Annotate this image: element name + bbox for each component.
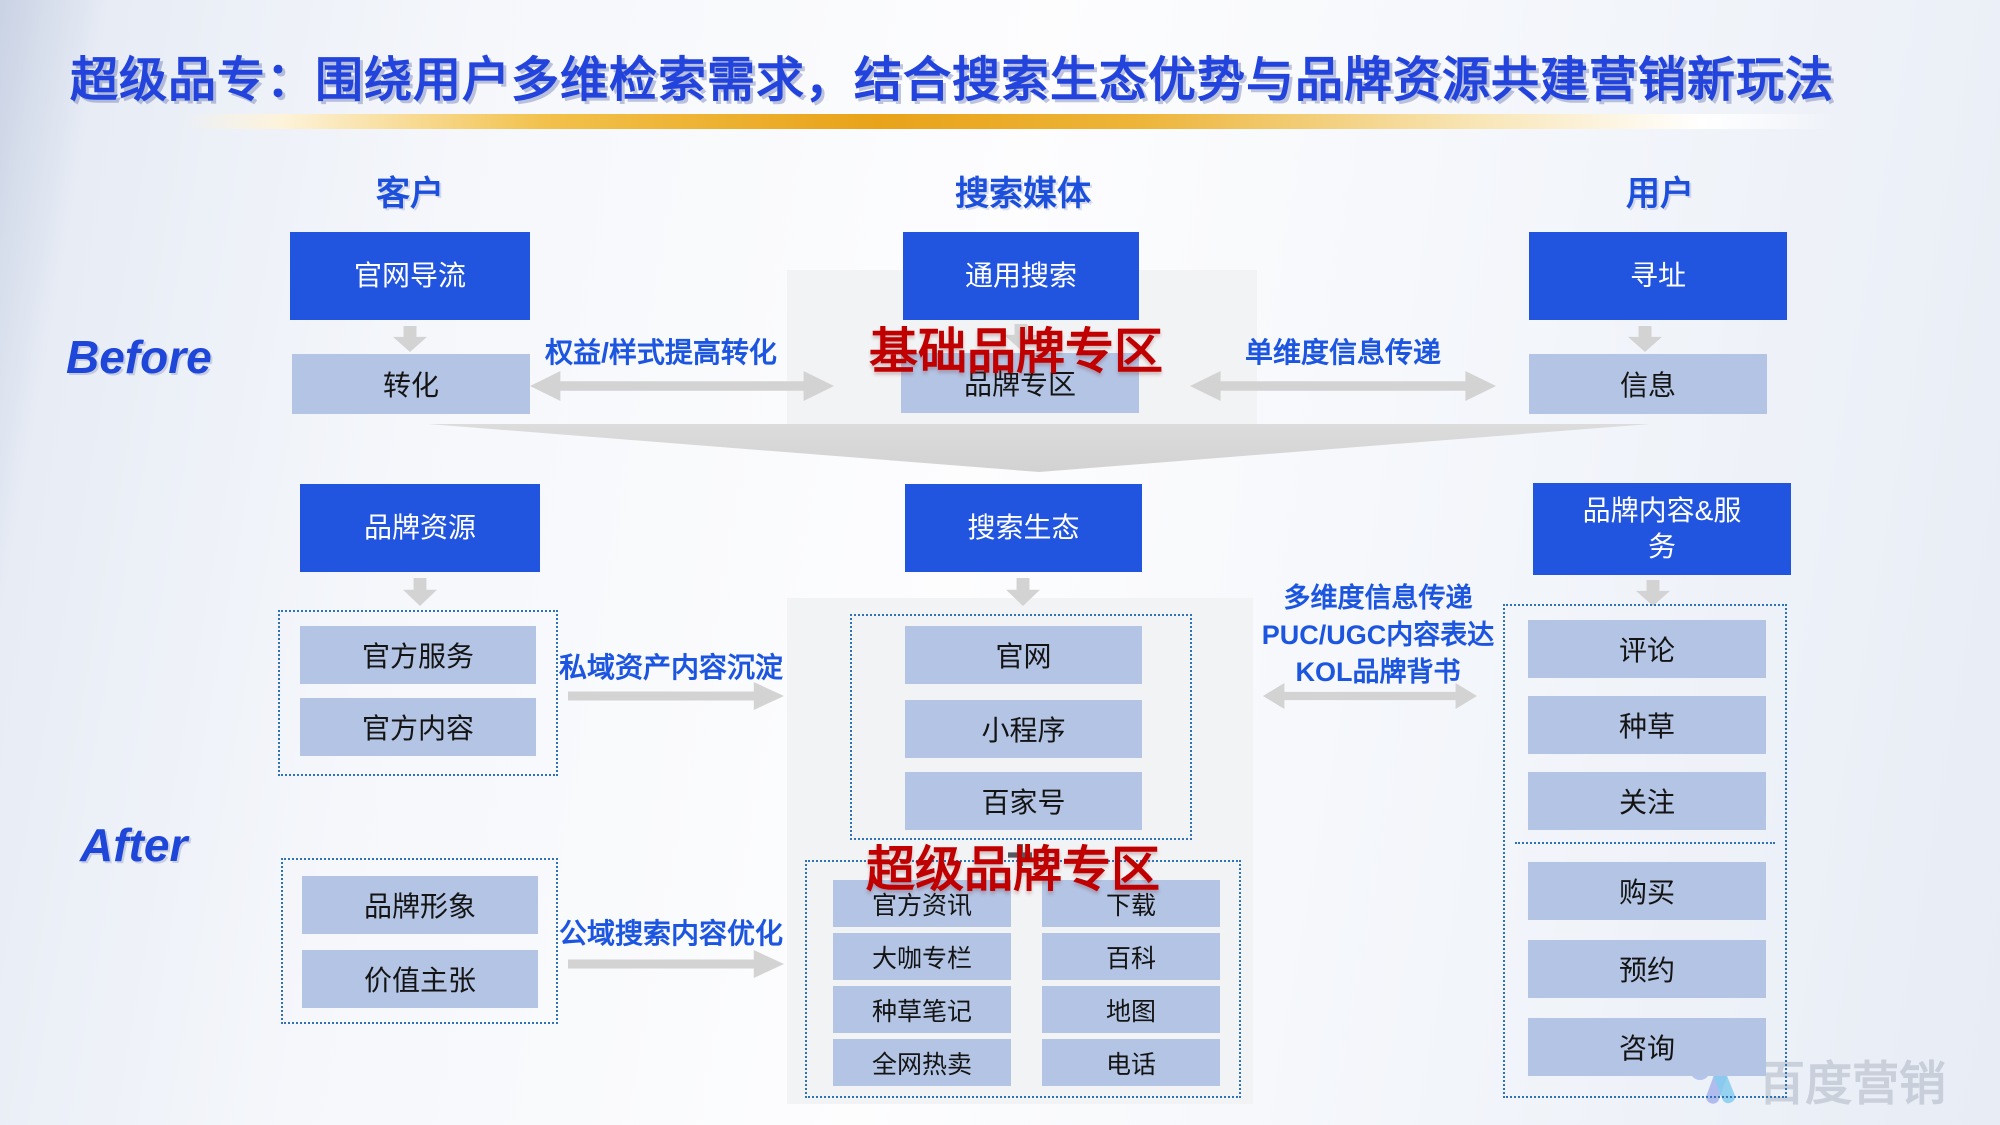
resources-item-box: 官方内容 (300, 698, 536, 756)
column-header-user: 用户 (1626, 175, 1694, 213)
arrow-down-icon (1628, 326, 1662, 352)
arrow-right-icon (568, 950, 784, 978)
column-header-customer: 客户 (376, 175, 444, 213)
before-user-top-box: 寻址 (1529, 232, 1787, 320)
resources-group-frame (278, 610, 558, 776)
after-eco-header-box: 搜索生态 (905, 484, 1142, 572)
private-connector-label: 私域资产内容沉淀 (558, 652, 783, 683)
zone-item-box: 下载 (1042, 880, 1220, 927)
super-brand-zone-overlay: 超级品牌专区 (865, 843, 1160, 897)
before-media-top-box: 通用搜索 (903, 232, 1139, 320)
zone-item-box: 地图 (1042, 986, 1220, 1033)
eco-item-box: 小程序 (905, 700, 1142, 758)
arrow-down-icon (403, 578, 437, 606)
eco-item-box: 百家号 (905, 772, 1142, 830)
before-user-bottom-box: 信息 (1529, 354, 1767, 414)
stage-label-before: Before (66, 331, 212, 383)
title-underline-bar (183, 114, 1835, 129)
arrow-right-icon (568, 682, 784, 710)
assets-item-box: 品牌形象 (302, 876, 538, 934)
assets-group-frame (281, 858, 558, 1024)
page-title: 超级品专：围绕用户多维检索需求，结合搜索生态优势与品牌资源共建营销新玩法 (70, 54, 1835, 107)
zone-group-frame (805, 860, 1241, 1098)
before-customer-bottom-box: 转化 (292, 354, 530, 414)
eco-group-frame (850, 614, 1192, 840)
zone-item-box: 百科 (1042, 933, 1220, 980)
watermark-brand-text: 百度营销 (1758, 1057, 1946, 1110)
multi-connector-line: 多维度信息传递 (1283, 583, 1473, 613)
arrow-down-icon (1636, 580, 1670, 606)
before-left-connector-label: 权益/样式提高转化 (545, 337, 777, 368)
multi-connector-line: PUC/UGC内容表达 (1261, 620, 1495, 650)
column-header-media: 搜索媒体 (955, 175, 1091, 213)
eco-item-box: 官网 (905, 626, 1142, 684)
content-item-box: 预约 (1528, 940, 1766, 998)
after-content-header-label: 品牌内容&服务 (1582, 495, 1742, 562)
stage-label-after: After (80, 819, 188, 871)
content-item-box: 评论 (1528, 620, 1766, 678)
zone-item-box: 电话 (1042, 1039, 1220, 1086)
content-item-box: 种草 (1528, 696, 1766, 754)
multi-connector-line: KOL品牌背书 (1295, 657, 1461, 687)
content-item-box: 购买 (1528, 862, 1766, 920)
content-item-box: 关注 (1528, 772, 1766, 830)
before-customer-top-box: 官网导流 (290, 232, 530, 320)
multi-connector-label: 多维度信息传递 PUC/UGC内容表达 KOL品牌背书 (1248, 580, 1508, 691)
before-media-bottom-box: 品牌专区 (901, 353, 1139, 413)
after-resources-header-box: 品牌资源 (300, 484, 540, 572)
after-content-header-box: 品牌内容&服务 (1533, 483, 1791, 575)
content-group-frame (1503, 604, 1787, 1098)
content-item-box: 咨询 (1528, 1018, 1766, 1076)
assets-item-box: 价值主张 (302, 950, 538, 1008)
arrow-down-icon (393, 326, 427, 352)
zone-item-box: 种草笔记 (833, 986, 1011, 1033)
zone-item-box: 官方资讯 (833, 880, 1011, 927)
zone-item-box: 全网热卖 (833, 1039, 1011, 1086)
zone-item-box: 大咖专栏 (833, 933, 1011, 980)
basic-brand-zone-overlay: 基础品牌专区 (868, 325, 1163, 379)
transition-chevron-icon (428, 424, 1650, 472)
content-group-divider (1515, 842, 1775, 844)
before-right-connector-label: 单维度信息传递 (1244, 337, 1441, 368)
public-connector-label: 公域搜索内容优化 (558, 918, 783, 949)
resources-item-box: 官方服务 (300, 626, 536, 684)
